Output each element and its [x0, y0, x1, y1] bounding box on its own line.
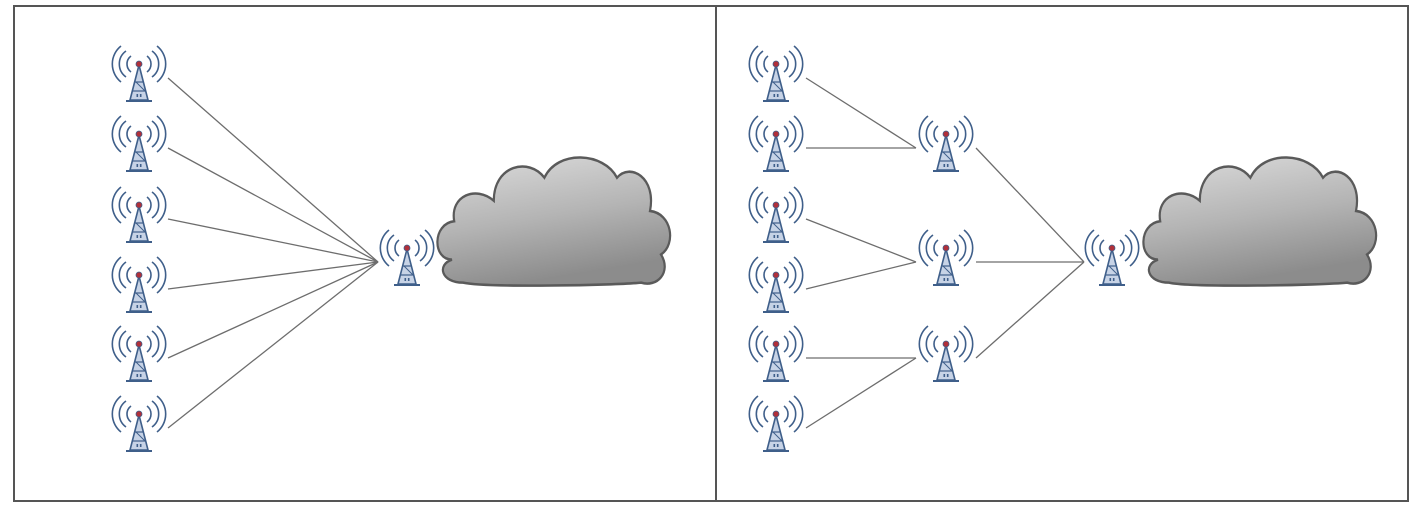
- link: [805, 218, 917, 263]
- link: [805, 261, 917, 290]
- link: [167, 218, 379, 263]
- left-panel-links: [167, 77, 379, 429]
- link: [167, 77, 379, 263]
- link: [805, 77, 917, 149]
- right-panel-links: [805, 77, 1085, 429]
- link: [975, 147, 1085, 263]
- link: [805, 357, 917, 429]
- link: [167, 261, 379, 429]
- left-panel: [111, 45, 672, 452]
- link: [167, 261, 379, 359]
- link: [167, 261, 379, 290]
- right-panel: [748, 45, 1378, 452]
- link: [167, 147, 379, 263]
- link: [975, 261, 1085, 359]
